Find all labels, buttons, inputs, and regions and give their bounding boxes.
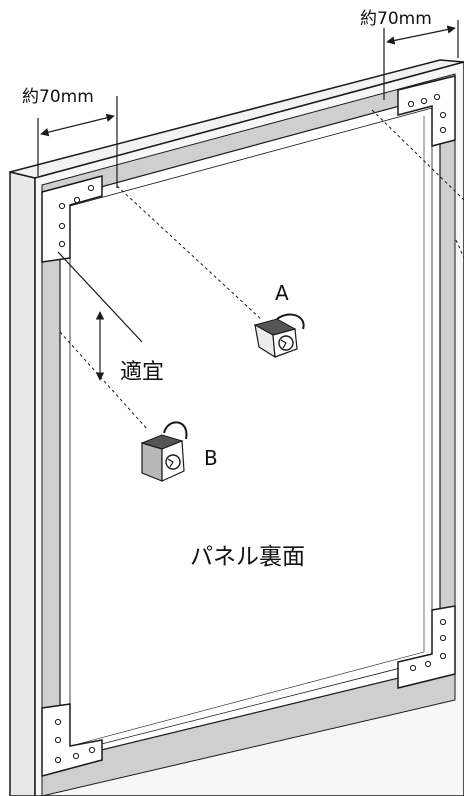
corner-bracket-top-right xyxy=(397,75,456,147)
panel-frame xyxy=(9,59,464,796)
panel-back-label: パネル裏面 xyxy=(190,544,305,570)
corner-bracket-bottom-right xyxy=(397,605,456,689)
hanger-a-label: A xyxy=(275,281,289,305)
hanger-a xyxy=(253,313,305,359)
dimension-top-left xyxy=(37,96,118,188)
spacing-indicator xyxy=(57,251,143,381)
hanger-b xyxy=(140,421,188,482)
dimension-label-top-right: 約70mm xyxy=(360,9,432,29)
spacing-note: 適宜 xyxy=(120,360,165,385)
dimension-label-top-left: 約70mm xyxy=(22,87,94,107)
corner-bracket-bottom-left xyxy=(41,703,103,777)
dimension-top-right xyxy=(383,20,459,100)
hanger-b-label: B xyxy=(204,446,218,470)
projection-lines xyxy=(59,109,464,431)
corner-bracket-top-left xyxy=(41,175,103,263)
